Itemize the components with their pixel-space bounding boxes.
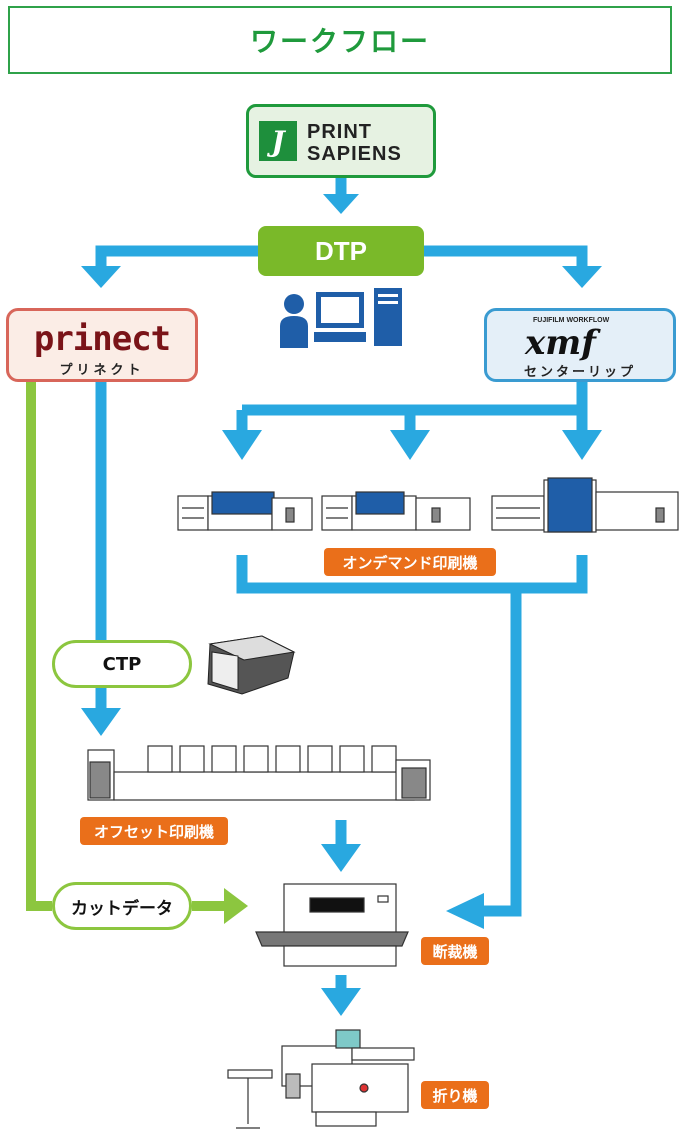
prinect-box: prinect プリネクト bbox=[6, 308, 198, 382]
dtp-box: DTP bbox=[258, 226, 424, 276]
xmf-box: FUJIFILM WORKFLOW xmf センターリップ bbox=[484, 308, 676, 382]
sapiens-line2: SAPIENS bbox=[307, 143, 402, 165]
ondemand-printers-image bbox=[177, 477, 679, 533]
prinect-logo: prinect bbox=[33, 319, 171, 359]
ondemand-label: オンデマンド印刷機 bbox=[324, 548, 496, 576]
cutter-image bbox=[255, 883, 409, 967]
print-sapiens-box: J PRINT SAPIENS bbox=[246, 104, 436, 178]
offset-label: オフセット印刷機 bbox=[80, 817, 228, 845]
sapiens-logo-mark: J bbox=[259, 121, 297, 161]
cut-data-label: カットデータ bbox=[71, 898, 173, 919]
sapiens-line1: PRINT bbox=[307, 121, 372, 143]
prinect-subtitle: プリネクト bbox=[59, 363, 145, 378]
cutter-label: 断裁機 bbox=[421, 937, 489, 965]
xmf-logo: xmf bbox=[525, 323, 596, 363]
offset-press-image bbox=[87, 745, 431, 801]
page-title-box: ワークフロー bbox=[8, 6, 672, 74]
dtp-label: DTP bbox=[315, 235, 367, 266]
workstation-icon bbox=[280, 288, 402, 348]
page-title: ワークフロー bbox=[249, 25, 430, 58]
ctp-label: CTP bbox=[102, 653, 142, 675]
cut-data-pill: カットデータ bbox=[52, 882, 192, 930]
ctp-pill: CTP bbox=[52, 640, 192, 688]
folder-label: 折り機 bbox=[421, 1081, 489, 1109]
ctp-device-image bbox=[207, 635, 296, 695]
folding-machine-image bbox=[227, 1029, 415, 1129]
xmf-brand: FUJIFILM WORKFLOW bbox=[533, 317, 610, 324]
xmf-subtitle: センターリップ bbox=[523, 365, 636, 380]
